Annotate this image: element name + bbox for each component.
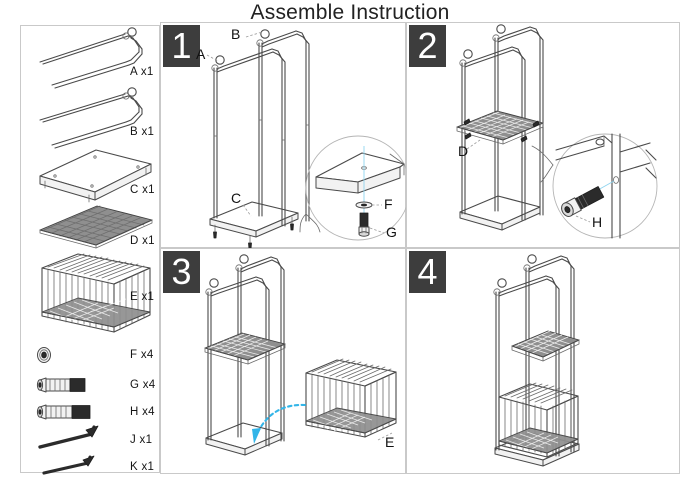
part-label-h: H x4 xyxy=(130,406,155,418)
part-label-b: B x1 xyxy=(130,126,155,138)
callout-c: C xyxy=(231,190,242,206)
part-label-j: J x1 xyxy=(130,434,153,446)
part-label-g: G x4 xyxy=(130,379,156,391)
part-label-f: F x4 xyxy=(130,349,154,361)
step3-basket xyxy=(305,358,397,441)
step2-frame-b xyxy=(492,24,544,216)
step2-frame-a xyxy=(459,46,526,221)
part-icon-f xyxy=(37,347,51,363)
leader-c xyxy=(242,204,252,217)
step4-basket xyxy=(498,382,579,458)
step-2-badge: 2 xyxy=(409,25,446,67)
step3-base-panel xyxy=(205,422,283,456)
detail-callout-h: H xyxy=(592,214,603,230)
part-icon-k xyxy=(42,455,95,475)
part-icon-j xyxy=(38,425,99,449)
callout-d: D xyxy=(458,143,469,159)
part-icon-h xyxy=(36,404,91,420)
part-label-c: C x1 xyxy=(130,184,155,196)
part-icon-a xyxy=(39,27,143,89)
step4-mesh-shelf xyxy=(511,330,580,362)
part-icon-g xyxy=(36,377,86,393)
leader-b xyxy=(245,31,263,38)
step1-base-panel xyxy=(209,201,299,250)
step3-mesh-shelf xyxy=(204,332,286,365)
parts-list-panel xyxy=(20,25,160,473)
detail-callout-g: G xyxy=(386,224,397,240)
step-4-badge: 4 xyxy=(409,251,446,293)
part-label-d: D x1 xyxy=(130,235,155,247)
callout-a: A xyxy=(196,46,206,62)
part-label-k: K x1 xyxy=(130,461,155,473)
leader-a xyxy=(206,54,219,62)
step2-detail-circle xyxy=(531,133,658,239)
step-1-badge: 1 xyxy=(163,25,200,67)
step2-mesh-shelf xyxy=(456,110,544,145)
page-title: Assemble Instruction xyxy=(250,1,450,24)
step2-base-panel xyxy=(459,195,541,231)
callout-e: E xyxy=(385,434,395,450)
part-icon-c xyxy=(39,149,152,203)
part-icon-b xyxy=(39,87,143,149)
part-label-e: E x1 xyxy=(130,291,155,303)
part-icon-d xyxy=(39,205,153,249)
callout-b: B xyxy=(231,26,241,42)
step-3-badge: 3 xyxy=(163,251,200,293)
step1-frame-a xyxy=(211,48,286,227)
insert-basket-arrow xyxy=(252,403,307,444)
part-label-a: A x1 xyxy=(130,66,154,78)
detail-callout-f: F xyxy=(384,196,393,212)
part-icon-e xyxy=(41,253,151,333)
step4-frame-a xyxy=(493,275,560,457)
